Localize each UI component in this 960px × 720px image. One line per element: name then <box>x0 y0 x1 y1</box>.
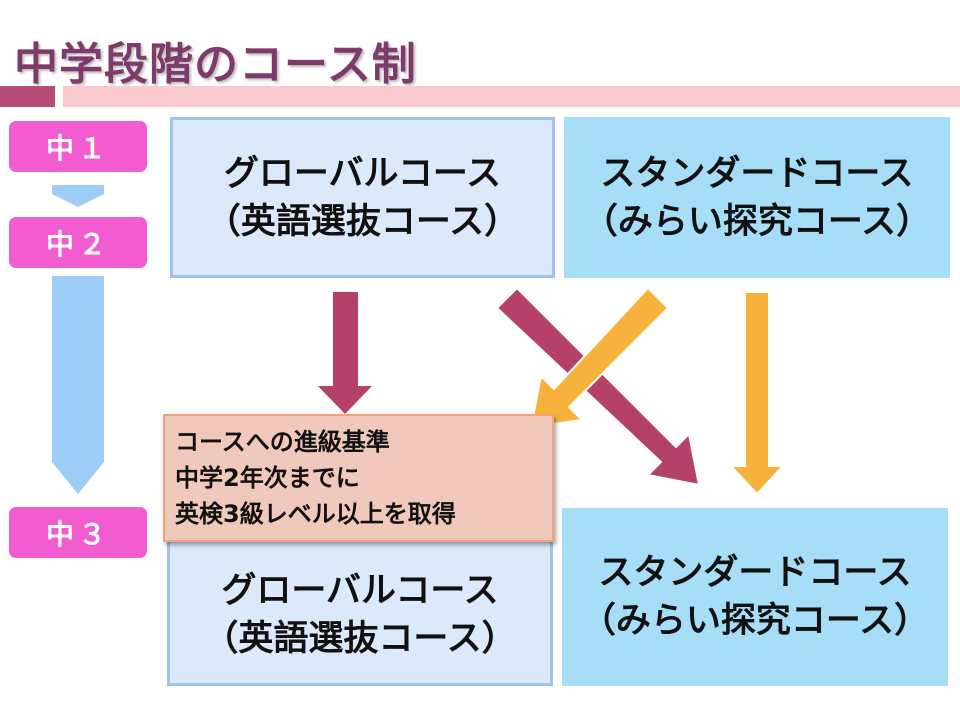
standard-course-box-bottom: スタンダードコース （みらい探究コース） <box>562 508 948 686</box>
timeline-arrow-2-to-3 <box>52 276 104 494</box>
criteria-line-2: 中学2年次までに <box>175 464 360 492</box>
global-course-sub: （英語選抜コース） <box>205 201 520 242</box>
title-underline-bar <box>63 86 960 107</box>
page-title: 中学段階のコース制 <box>14 39 417 90</box>
grade-badge-3: 中３ <box>9 507 147 558</box>
criteria-line-3: 英検3級レベル以上を取得 <box>175 500 456 528</box>
standard-course-sub: （みらい探究コース） <box>580 601 930 641</box>
grade-badge-2: 中２ <box>9 217 147 268</box>
timeline-arrow-1-to-2 <box>52 185 104 207</box>
global-course-box-top: グローバルコース （英語選抜コース） <box>170 117 555 278</box>
arrow-standard-to-standard <box>728 291 786 496</box>
arrow-standard-to-global <box>529 286 670 429</box>
global-course-name: グローバルコース <box>223 153 502 194</box>
global-course-sub: （英語選抜コース） <box>203 619 517 659</box>
standard-course-sub: （みらい探究コース） <box>582 201 932 242</box>
promotion-criteria-box: コースへの進級基準 中学2年次までに 英検3級レベル以上を取得 <box>163 414 554 542</box>
arrow-global-to-global <box>318 292 372 414</box>
standard-course-name: スタンダードコース <box>598 553 912 593</box>
arrow-global-to-standard <box>495 286 701 487</box>
criteria-line-1: コースへの進級基準 <box>175 428 390 456</box>
standard-course-name: スタンダードコース <box>600 153 914 194</box>
global-course-name: グローバルコース <box>221 571 499 611</box>
standard-course-box-top: スタンダードコース （みらい探究コース） <box>564 117 950 278</box>
title-accent-bar <box>0 86 55 107</box>
grade-badge-1: 中１ <box>9 121 147 172</box>
